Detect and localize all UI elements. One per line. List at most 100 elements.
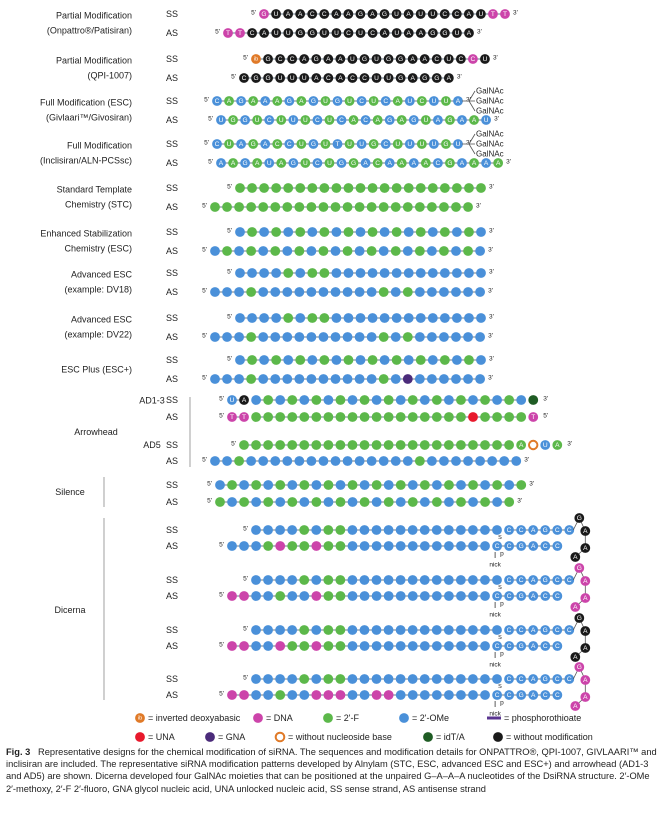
antisense-strand-nt bbox=[347, 690, 358, 700]
sense-strand-nt bbox=[415, 183, 426, 193]
sense-strand-nt bbox=[311, 674, 322, 684]
design-label-line2: Chemistry (ESC) bbox=[64, 244, 132, 254]
sense-tail-nt bbox=[516, 440, 527, 450]
sense-strand-nt bbox=[431, 440, 442, 450]
antisense-strand-nt bbox=[456, 690, 466, 700]
antisense-strand-nt bbox=[251, 497, 262, 507]
sense-strand-nt bbox=[311, 395, 322, 405]
design-label-line1: Advanced ESC bbox=[71, 270, 133, 280]
antisense-strand-nt bbox=[210, 287, 220, 297]
sense-strand-5prime: 5' bbox=[243, 576, 248, 583]
antisense-strand-nt-letter: C bbox=[436, 160, 441, 167]
antisense-tail-nt bbox=[492, 541, 502, 551]
ss-strand-label: SS bbox=[166, 183, 178, 193]
ss-strand-label: SS bbox=[166, 674, 178, 684]
hairpin-loop-nt bbox=[574, 513, 585, 523]
sense-strand-nt bbox=[287, 440, 298, 450]
antisense-strand-nt-letter: U bbox=[327, 160, 332, 167]
antisense-strand-nt bbox=[223, 28, 233, 38]
sense-strand-nt bbox=[419, 525, 430, 535]
antisense-strand-nt bbox=[294, 456, 305, 466]
sense-strand-nt bbox=[296, 139, 307, 149]
antisense-strand-nt bbox=[312, 115, 323, 125]
sense-strand-nt bbox=[404, 139, 415, 149]
antisense-strand-nt-letter: U bbox=[286, 30, 291, 37]
antisense-tail-nt-letter: C bbox=[507, 692, 512, 699]
sense-hairpin-tail-nt-letter: G bbox=[543, 577, 548, 584]
design-label-line1: Full Modification (ESC) bbox=[40, 98, 132, 108]
sense-strand-nt bbox=[439, 9, 450, 19]
antisense-strand-nt bbox=[468, 412, 478, 422]
legend-swatch bbox=[423, 732, 433, 742]
antisense-strand-nt bbox=[222, 374, 232, 384]
antisense-strand-nt bbox=[342, 374, 353, 384]
sense-strand-nt bbox=[259, 227, 269, 237]
antisense-strand-nt bbox=[299, 690, 310, 700]
sense-strand-nt bbox=[383, 575, 394, 585]
sense-strand-nt bbox=[431, 525, 442, 535]
sense-strand-nt bbox=[464, 355, 474, 365]
sense-strand-nt bbox=[299, 480, 310, 490]
antisense-strand-nt bbox=[480, 497, 490, 507]
antisense-strand-nt bbox=[451, 456, 461, 466]
antisense-strand-nt bbox=[258, 456, 269, 466]
antisense-tail-nt bbox=[540, 641, 551, 651]
galnac-label: GalNAc bbox=[476, 140, 504, 149]
sense-hairpin-tail-nt bbox=[564, 525, 575, 535]
sense-strand-nt-letter: U bbox=[274, 11, 279, 18]
legend-label: = 2'-OMe bbox=[412, 713, 449, 723]
antisense-strand-nt bbox=[282, 456, 293, 466]
hairpin-loop-nt bbox=[570, 652, 581, 662]
antisense-strand-nt bbox=[282, 332, 293, 342]
antisense-strand-nt bbox=[270, 202, 281, 212]
sense-strand-nt-letter: T bbox=[491, 11, 495, 18]
antisense-strand-nt bbox=[451, 202, 461, 212]
antisense-strand-nt bbox=[287, 497, 298, 507]
sense-strand-nt bbox=[271, 268, 282, 278]
antisense-strand-nt bbox=[282, 202, 293, 212]
sense-strand-nt bbox=[404, 96, 415, 106]
sense-strand-nt bbox=[307, 268, 318, 278]
tail-marker: S bbox=[498, 585, 502, 591]
sense-hairpin-tail-nt bbox=[552, 674, 563, 684]
antisense-strand-nt bbox=[311, 591, 322, 601]
design-label-line2: (Givlaari™/Givosiran) bbox=[46, 113, 132, 123]
antisense-tail-nt-letter: C bbox=[555, 543, 560, 550]
antisense-strand-nt bbox=[354, 287, 365, 297]
antisense-strand-nt bbox=[468, 690, 478, 700]
sense-strand-nt bbox=[323, 440, 334, 450]
sense-overhang-nt-letter: U bbox=[230, 397, 235, 404]
legend-label: = 2'-F bbox=[336, 713, 359, 723]
sense-strand-nt-letter: C bbox=[434, 56, 439, 63]
antisense-strand-nt bbox=[228, 115, 238, 125]
sense-strand-nt bbox=[311, 480, 322, 490]
antisense-strand-nt bbox=[383, 497, 394, 507]
antisense-strand-nt bbox=[463, 246, 473, 256]
antisense-strand-nt bbox=[336, 158, 347, 168]
hairpin-loop-nt bbox=[580, 526, 591, 536]
antisense-strand-nt bbox=[359, 497, 370, 507]
sense-strand-nt-letter: G bbox=[239, 98, 244, 105]
antisense-tail-nt-letter: C bbox=[495, 593, 500, 600]
sense-strand-nt bbox=[260, 139, 271, 149]
sense-strand-nt bbox=[476, 313, 486, 323]
antisense-tail-nt bbox=[552, 591, 563, 601]
antisense-strand-nt bbox=[468, 641, 478, 651]
sense-strand-nt-letter: U bbox=[299, 141, 304, 148]
sense-strand-nt bbox=[419, 395, 430, 405]
sense-strand-nt bbox=[431, 674, 442, 684]
galnac-branch bbox=[468, 133, 476, 145]
antisense-strand-nt bbox=[270, 456, 281, 466]
sense-strand-nt bbox=[271, 313, 282, 323]
sense-strand-nt bbox=[275, 625, 285, 635]
antisense-strand-nt-letter: C bbox=[267, 117, 272, 124]
antisense-strand-5prime: 5' bbox=[219, 592, 224, 599]
legend-label: = DNA bbox=[266, 713, 293, 723]
antisense-strand-nt bbox=[402, 202, 413, 212]
antisense-strand-nt bbox=[419, 412, 430, 422]
sense-strand-nt bbox=[371, 440, 382, 450]
antisense-strand-nt bbox=[419, 541, 430, 551]
sense-hairpin-tail-nt bbox=[540, 525, 551, 535]
sense-hairpin-tail-nt-letter: C bbox=[567, 527, 572, 534]
sense-hairpin-tail-nt bbox=[504, 625, 514, 635]
